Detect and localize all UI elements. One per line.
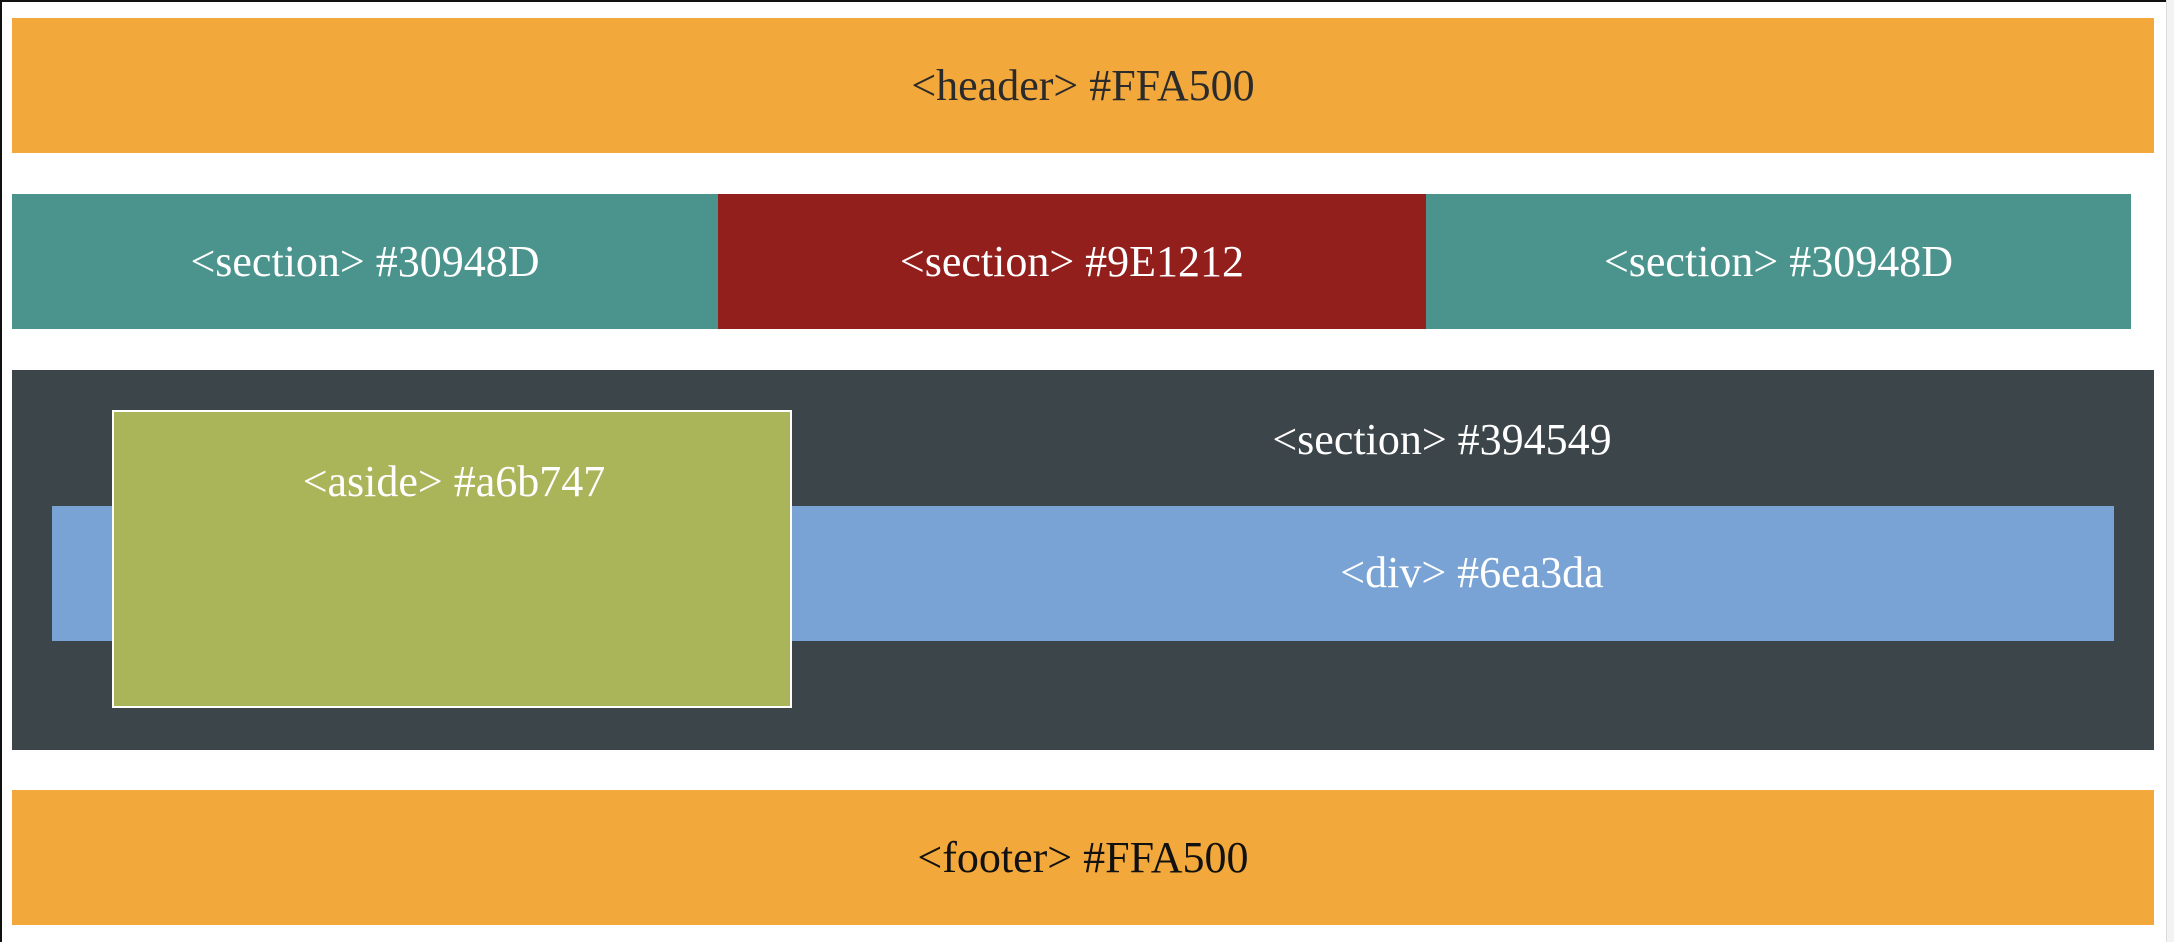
scrollbar-track[interactable] — [2166, 0, 2174, 942]
footer-label: <footer> #FFA500 — [917, 832, 1249, 882]
section-label-left: <section> #30948D — [190, 236, 540, 286]
header-block: <header> #FFA500 — [12, 18, 2154, 153]
window-top-border — [0, 0, 2174, 2]
main-section-block: <section> #394549 <div> #6ea3da <aside> … — [12, 370, 2154, 750]
main-section-label: <section> #394549 — [1272, 415, 1612, 464]
aside-block: <aside> #a6b747 — [112, 410, 792, 708]
window-left-border — [0, 0, 2, 942]
section-block-right: <section> #30948D — [1426, 194, 2131, 329]
footer-block: <footer> #FFA500 — [12, 790, 2154, 925]
div-label: <div> #6ea3da — [1340, 548, 1604, 597]
header-label: <header> #FFA500 — [911, 60, 1255, 110]
section-label-center: <section> #9E1212 — [899, 236, 1245, 286]
section-label-right: <section> #30948D — [1603, 236, 1954, 286]
section-block-center: <section> #9E1212 — [718, 194, 1426, 329]
aside-label: <aside> #a6b747 — [302, 457, 606, 506]
section-block-left: <section> #30948D — [12, 194, 718, 329]
